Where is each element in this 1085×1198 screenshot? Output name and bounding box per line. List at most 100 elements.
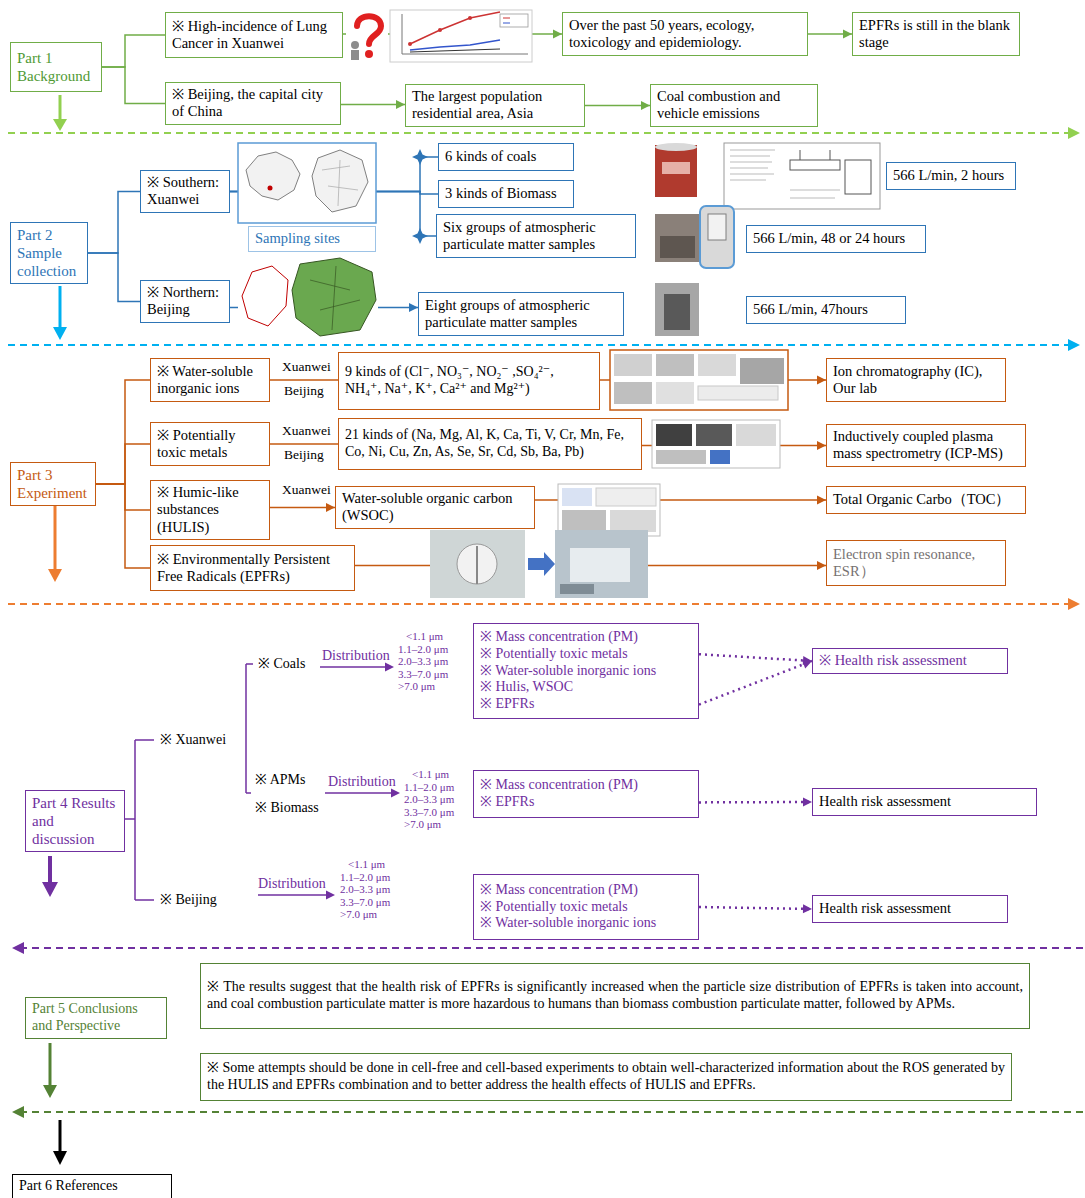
- node-text: ※ Water-soluble inorganic ions: [157, 363, 263, 398]
- illustration-rect: [430, 530, 525, 598]
- arrowhead: [817, 441, 826, 450]
- node-text: Part 4 Results and discussion: [32, 794, 118, 848]
- connector-line: [88, 253, 140, 301]
- process-box: 566 L/min, 2 hours: [886, 162, 1016, 190]
- node-text: ※ Northern: Beijing: [147, 284, 223, 319]
- illustration-polyline: [410, 12, 500, 44]
- illustration-polygon: [12, 942, 24, 954]
- illustration-rect: [555, 530, 648, 598]
- node-text: ※ Water-soluble inorganic ions: [480, 663, 692, 680]
- process-box: ※ Northern: Beijing: [140, 280, 230, 323]
- arrowhead: [817, 561, 826, 570]
- connector-line: [341, 104, 405, 106]
- illustration-line: [503, 18, 510, 19]
- illustration-rect: [710, 450, 730, 464]
- node-text: ※ Humic-like substances (HULIS): [157, 484, 263, 536]
- connector: [102, 67, 165, 103]
- connector-line: [699, 661, 812, 705]
- illustration-line: [730, 174, 774, 175]
- node-text: EPFRs is still in the blank stage: [859, 17, 1013, 52]
- node-text: 566 L/min, 2 hours: [893, 167, 1009, 184]
- illustration-line: [8, 132, 1070, 134]
- illustration-line: [730, 150, 775, 151]
- size-label: <1.1 μm: [348, 858, 385, 871]
- size-label: >7.0 μm: [398, 680, 435, 693]
- node-text: ※ Some attempts should be done in cell-f…: [207, 1060, 1005, 1094]
- connector: [699, 654, 812, 665]
- part-box: Part 1 Background: [10, 42, 102, 92]
- illustration-line: [325, 792, 392, 794]
- illustration-rect: [351, 50, 359, 60]
- connector: [96, 380, 150, 484]
- part-box: Part 5 Conclusions and Perspective: [25, 997, 167, 1039]
- node-text: ※ Mass concentration (PM): [480, 629, 692, 646]
- node-text: ※ High-incidence of Lung Cancer in Xuanw…: [172, 18, 336, 53]
- node-text: Eight groups of atmospheric particulate …: [425, 297, 617, 332]
- arrowhead: [817, 376, 826, 385]
- connector-line: [96, 380, 150, 484]
- illustration-path: [310, 266, 360, 330]
- process-box: Electron spin resonance, ESR）: [826, 540, 1006, 586]
- distribution-label: Distribution: [258, 876, 326, 892]
- process-box: Water-soluble organic carbon (WSOC): [335, 486, 535, 529]
- illustration-rect: [390, 10, 532, 62]
- node-text: ※ Hulis, WSOC: [480, 679, 692, 696]
- size-label: 1.1–2.0 μm: [398, 643, 448, 656]
- conclusion-box: ※ The results suggest that the health ri…: [200, 963, 1030, 1029]
- distribution-label: Distribution: [328, 774, 396, 790]
- illustration-line: [134, 740, 136, 900]
- illustration-line: [246, 663, 253, 665]
- illustration-rect: [610, 510, 656, 532]
- process-box: 9 kinds of (Cl⁻, NO₃⁻, NO₂⁻ ,SO₄²⁻, NH₄⁺…: [338, 352, 600, 410]
- results-brackets: [125, 663, 400, 901]
- connector-line: [699, 801, 812, 804]
- process-box: Eight groups of atmospheric particulate …: [418, 292, 624, 336]
- size-label: 2.0–3.3 μm: [404, 793, 454, 806]
- size-label: 1.1–2.0 μm: [340, 871, 390, 884]
- illustration-line: [24, 1111, 1083, 1113]
- node-text: ※ Potentially toxic metals: [480, 646, 692, 663]
- process-box: ※ Water-soluble inorganic ions: [150, 358, 270, 402]
- illustration-line: [8, 344, 1070, 346]
- node-text: Six groups of atmospheric particulate ma…: [443, 219, 629, 254]
- illustration-rect: [596, 488, 656, 506]
- illustration-rect: [736, 424, 776, 446]
- process-box: Over the past 50 years, ecology, toxicol…: [562, 12, 808, 56]
- illustration-rect: [610, 350, 788, 410]
- node-text: 3 kinds of Biomass: [445, 185, 567, 202]
- illustration-rect: [656, 424, 692, 446]
- process-box: Ion chromatography (IC), Our lab: [826, 358, 1006, 402]
- illustration-line: [24, 947, 1083, 949]
- illustration-line: [59, 1120, 62, 1152]
- node-text: ※ Potentially toxic metals: [480, 899, 692, 916]
- illustration-line: [245, 664, 247, 793]
- connector-line: [270, 443, 338, 445]
- connector-line: [102, 67, 165, 103]
- illustration-polygon: [53, 327, 67, 340]
- illustration-rect: [614, 382, 652, 404]
- connector-line: [96, 484, 150, 568]
- connector: [699, 904, 812, 913]
- branch-label: Xuanwei: [282, 359, 331, 375]
- arrowhead: [802, 660, 812, 668]
- branch-label: Beijing: [284, 383, 324, 399]
- node-text: Coal combustion and vehicle emissions: [657, 88, 811, 123]
- connector-line: [102, 35, 165, 67]
- illustration-line: [800, 150, 801, 160]
- connector: [270, 380, 338, 381]
- illustration-rect: [655, 214, 700, 262]
- conclusion-box: ※ Some attempts should be done in cell-f…: [200, 1053, 1012, 1101]
- part-box: Part 4 Results and discussion: [25, 790, 125, 852]
- connector: [96, 484, 150, 568]
- connector-line: [88, 191, 140, 253]
- group-label: ※ Beijing: [160, 892, 217, 908]
- illustration-line: [830, 150, 831, 160]
- connector: [96, 444, 150, 484]
- illustration-rect: [652, 420, 780, 468]
- connector: [88, 191, 140, 253]
- process-box: 566 L/min, 48 or 24 hours: [746, 225, 926, 253]
- arrowhead: [817, 496, 826, 505]
- node-text: ※ Mass concentration (PM): [480, 882, 692, 899]
- node-text: ※ EPFRs: [480, 696, 692, 713]
- node-text: ※ Potentially toxic metals: [157, 427, 263, 462]
